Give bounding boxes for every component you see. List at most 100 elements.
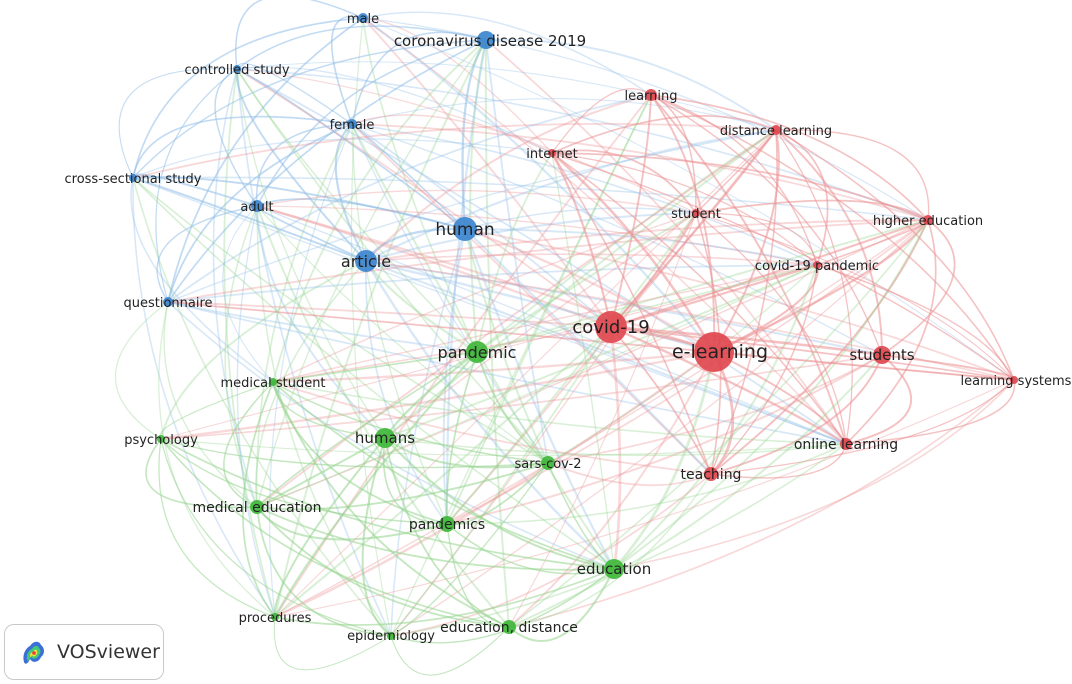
node-humans[interactable]: [375, 428, 395, 448]
node-psychology[interactable]: [157, 435, 165, 443]
network-edge: [446, 219, 929, 525]
node-pandemic[interactable]: [466, 341, 488, 363]
network-edge: [274, 326, 612, 618]
node-students[interactable]: [873, 346, 891, 364]
node-learning[interactable]: [645, 89, 657, 101]
network-edge: [351, 123, 612, 328]
node-coronavirus[interactable]: [477, 31, 495, 49]
node-highereducation[interactable]: [923, 215, 933, 225]
node-onlinelearning[interactable]: [840, 438, 852, 450]
node-educationdistance[interactable]: [502, 620, 516, 634]
node-pandemics[interactable]: [439, 516, 455, 532]
node-label-teaching: teaching: [681, 467, 742, 483]
network-edge: [551, 115, 777, 154]
network-edge: [610, 325, 847, 446]
network-edge: [255, 260, 367, 508]
network-edge: [132, 39, 487, 179]
vosviewer-logo-icon: [23, 641, 44, 664]
node-covidpandemic[interactable]: [813, 261, 821, 269]
network-edge: [351, 123, 448, 525]
network-edge: [256, 205, 386, 439]
network-edge: [390, 473, 712, 637]
network-edge: [235, 0, 364, 70]
node-controlled[interactable]: [233, 65, 241, 73]
network-edge: [274, 219, 929, 618]
network-edge: [256, 351, 478, 508]
network-edge: [710, 264, 818, 475]
network-edge: [610, 325, 883, 357]
node-procedures[interactable]: [271, 613, 279, 621]
network-edge: [485, 39, 549, 464]
network-edge: [775, 129, 930, 221]
network-edge: [508, 212, 697, 628]
network-edge: [547, 264, 818, 464]
node-female[interactable]: [347, 119, 357, 129]
node-learningsystems[interactable]: [1010, 376, 1018, 384]
network-edge: [236, 68, 697, 214]
network-edge: [274, 350, 715, 619]
network-edge: [551, 88, 652, 154]
network-edge: [384, 264, 818, 439]
network-edge: [547, 462, 712, 487]
node-student[interactable]: [692, 209, 700, 217]
node-medicaleducation[interactable]: [250, 500, 264, 514]
node-male[interactable]: [358, 13, 368, 23]
node-crosssectional[interactable]: [129, 174, 137, 182]
network-edge: [256, 205, 847, 445]
node-medicalstudent[interactable]: [269, 378, 277, 386]
network-edge: [816, 264, 1015, 381]
network-edge: [160, 260, 367, 440]
network-edge: [713, 351, 1015, 381]
node-adult[interactable]: [251, 200, 263, 212]
network-edge: [212, 68, 258, 508]
network-edge: [274, 379, 1015, 618]
network-edge: [446, 523, 615, 575]
node-teaching[interactable]: [704, 467, 718, 481]
network-edge: [650, 94, 883, 356]
node-label-epidemiology: epidemiology: [347, 629, 435, 644]
node-label-female: female: [330, 118, 375, 133]
network-edge: [272, 264, 818, 383]
network-edge: [476, 212, 697, 353]
network-edge: [256, 189, 697, 214]
network-edge: [114, 301, 169, 440]
node-epidemiology[interactable]: [387, 632, 395, 640]
network-edge: [236, 61, 777, 131]
network-edge: [236, 68, 929, 221]
network-edge: [610, 326, 712, 475]
network-edge: [274, 39, 487, 618]
network-edge: [351, 114, 553, 154]
node-distancelearning[interactable]: [771, 125, 781, 135]
node-elearning[interactable]: [694, 332, 734, 372]
network-edge: [362, 17, 478, 353]
node-questionnaire[interactable]: [163, 297, 173, 307]
network-edge: [442, 228, 466, 525]
network-edge: [881, 219, 956, 356]
network-edge: [334, 123, 367, 262]
network-edge: [132, 176, 929, 221]
network-edge: [167, 94, 652, 303]
node-internet[interactable]: [548, 149, 556, 157]
network-edge: [613, 264, 818, 570]
network-edge: [272, 381, 549, 464]
node-article[interactable]: [355, 250, 377, 272]
node-sarscov2[interactable]: [541, 456, 555, 470]
network-edge: [775, 129, 883, 356]
network-edge: [272, 381, 510, 628]
node-label-education: education: [577, 560, 651, 578]
node-human[interactable]: [453, 217, 477, 241]
network-edge: [167, 301, 615, 570]
network-edge: [160, 354, 883, 440]
network-edge: [610, 212, 697, 328]
network-edge: [695, 199, 929, 221]
network-edge: [446, 94, 652, 525]
network-edge: [463, 228, 615, 570]
node-education[interactable]: [604, 559, 624, 579]
network-edge: [845, 354, 913, 445]
network-edge: [272, 381, 448, 525]
network-edge: [464, 228, 712, 475]
network-edge: [256, 39, 487, 207]
network-edge: [609, 326, 622, 570]
node-covid19[interactable]: [595, 311, 627, 343]
